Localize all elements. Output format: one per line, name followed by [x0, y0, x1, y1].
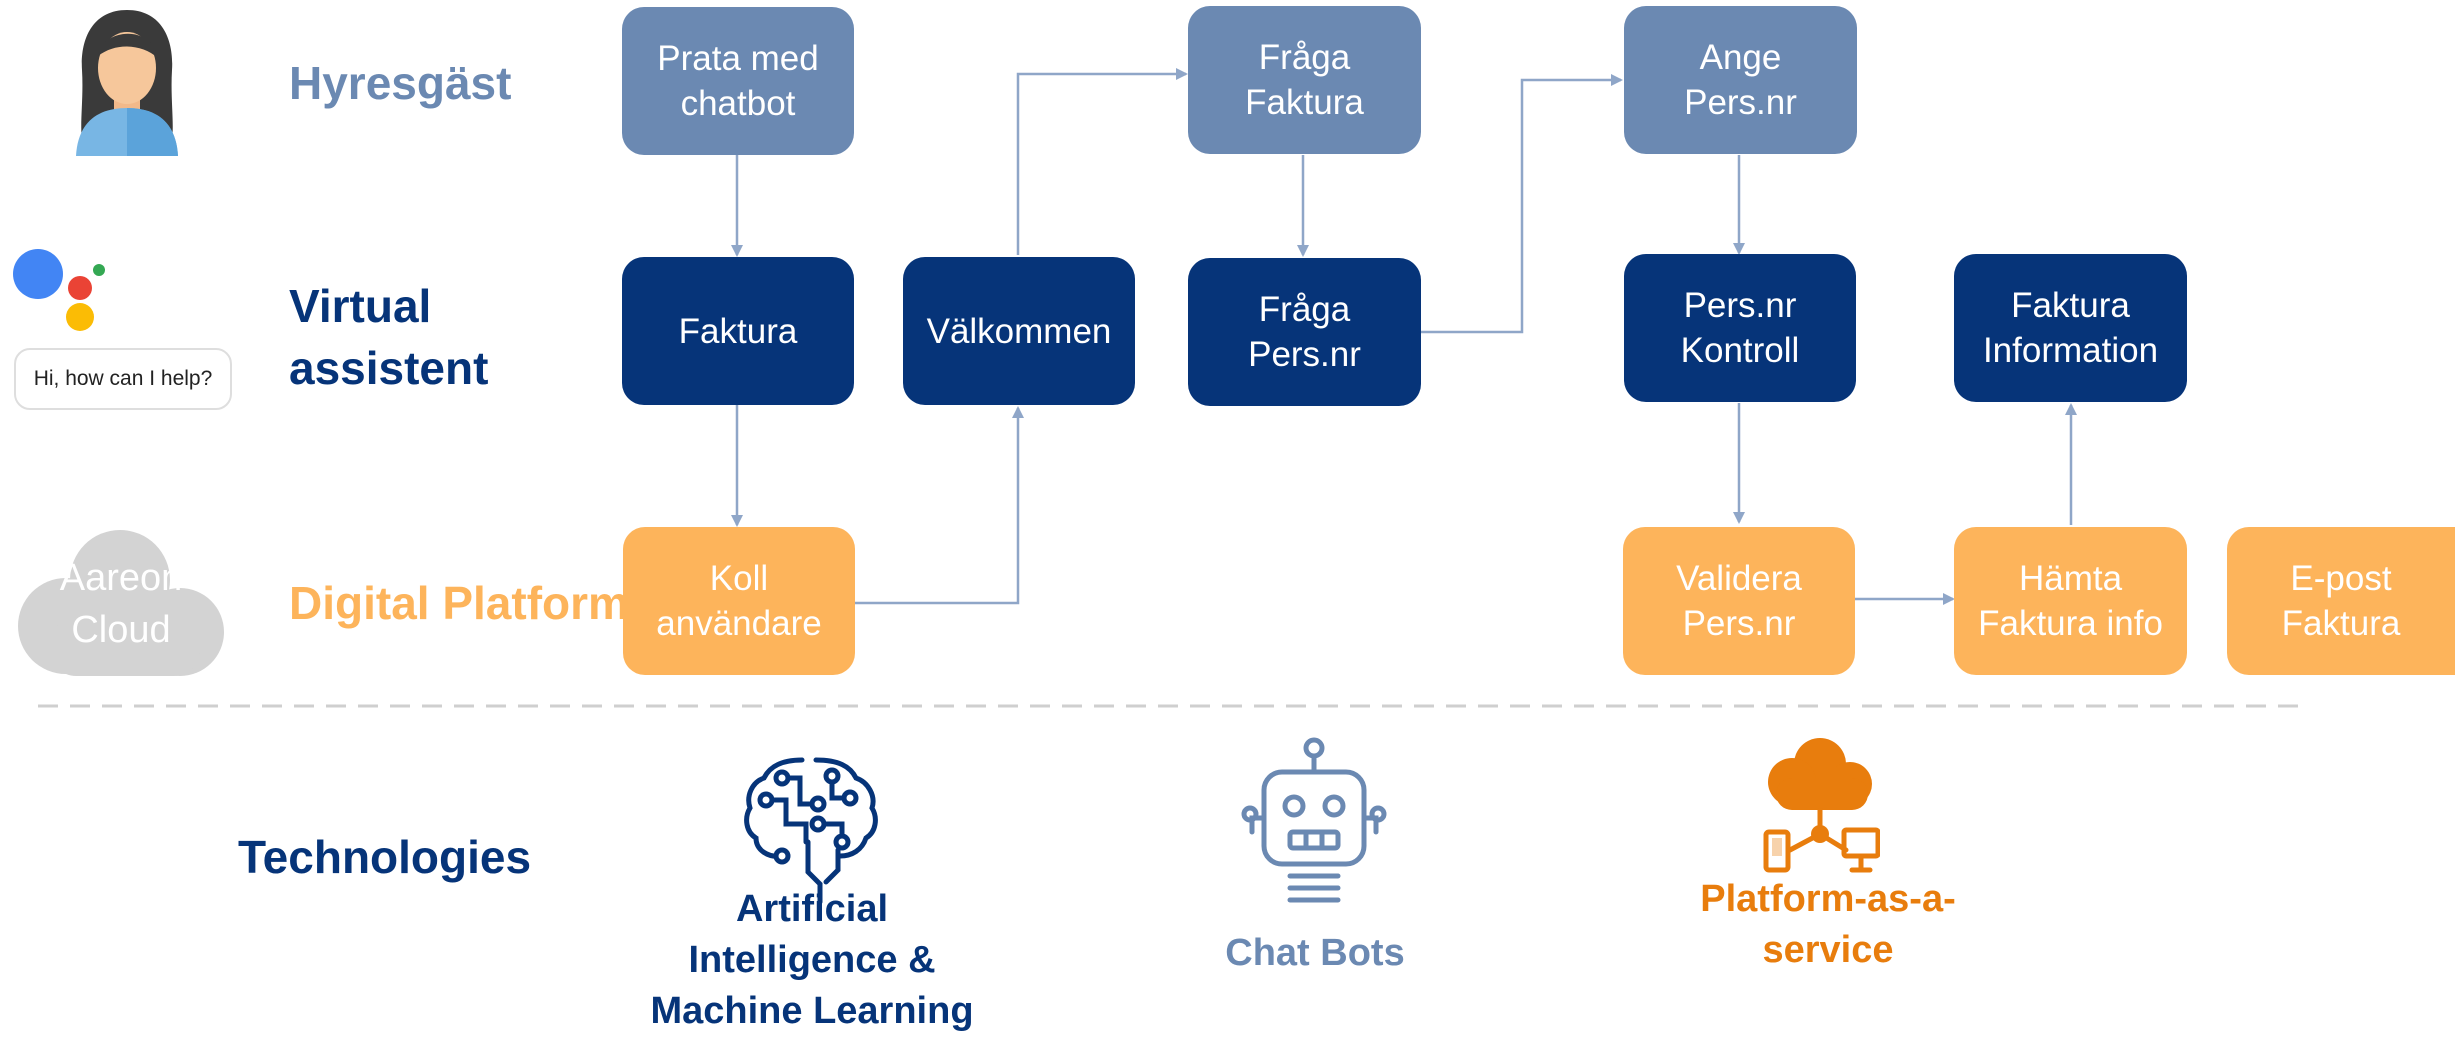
- arrow-fraga-pers-to-ange: [1420, 74, 1623, 334]
- tech-label-paas: Platform-as-a- service: [1700, 878, 1956, 971]
- lane-label-assistant: Virtual assistent: [289, 280, 489, 394]
- tech-label-chat-bots: Chat Bots: [1225, 932, 1405, 974]
- step-faktura-information: Faktura Information: [1954, 254, 2187, 402]
- step-valkommen: Välkommen: [903, 257, 1135, 405]
- ai-brain-circuit-icon: [744, 757, 878, 905]
- robot-icon: [1241, 737, 1387, 903]
- cloud-icon: [18, 530, 224, 676]
- cloud-platform-icon: [1763, 738, 1880, 873]
- step-fraga-pers-nr: Fråga Pers.nr: [1188, 258, 1421, 406]
- step-validera-pers-nr: Validera Pers.nr: [1623, 527, 1855, 675]
- technologies-heading: Technologies: [238, 831, 532, 883]
- assistant-speech-bubble: Hi, how can I help?: [14, 348, 232, 410]
- woman-avatar-icon: [76, 10, 178, 156]
- step-fraga-faktura: Fråga Faktura: [1188, 6, 1421, 154]
- google-assistant-icon: [13, 249, 105, 331]
- lane-label-tenant: Hyresgäst: [289, 57, 512, 109]
- assistant-greeting-text: Hi, how can I help?: [33, 367, 213, 390]
- lane-label-platform: Digital Platform: [289, 577, 629, 629]
- arrow-valkommen-to-fraga-faktura: [1016, 68, 1188, 255]
- step-hamta-faktura-info: Hämta Faktura info: [1954, 527, 2187, 675]
- tech-label-ai-ml: Artificial Intelligence & Machine Learni…: [650, 888, 974, 1032]
- step-ange-pers-nr: Ange Pers.nr: [1624, 6, 1857, 154]
- step-faktura: Faktura: [622, 257, 854, 405]
- step-prata-med-chatbot: Prata med chatbot: [622, 7, 854, 155]
- arrow-koll-to-valkommen: [855, 406, 1024, 605]
- step-pers-nr-kontroll: Pers.nr Kontroll: [1624, 254, 1856, 402]
- step-koll-anvandare: Koll användare: [623, 527, 855, 675]
- cloud-label: Aareon Cloud: [59, 557, 183, 651]
- step-e-post-faktura: E-post Faktura: [2227, 527, 2455, 675]
